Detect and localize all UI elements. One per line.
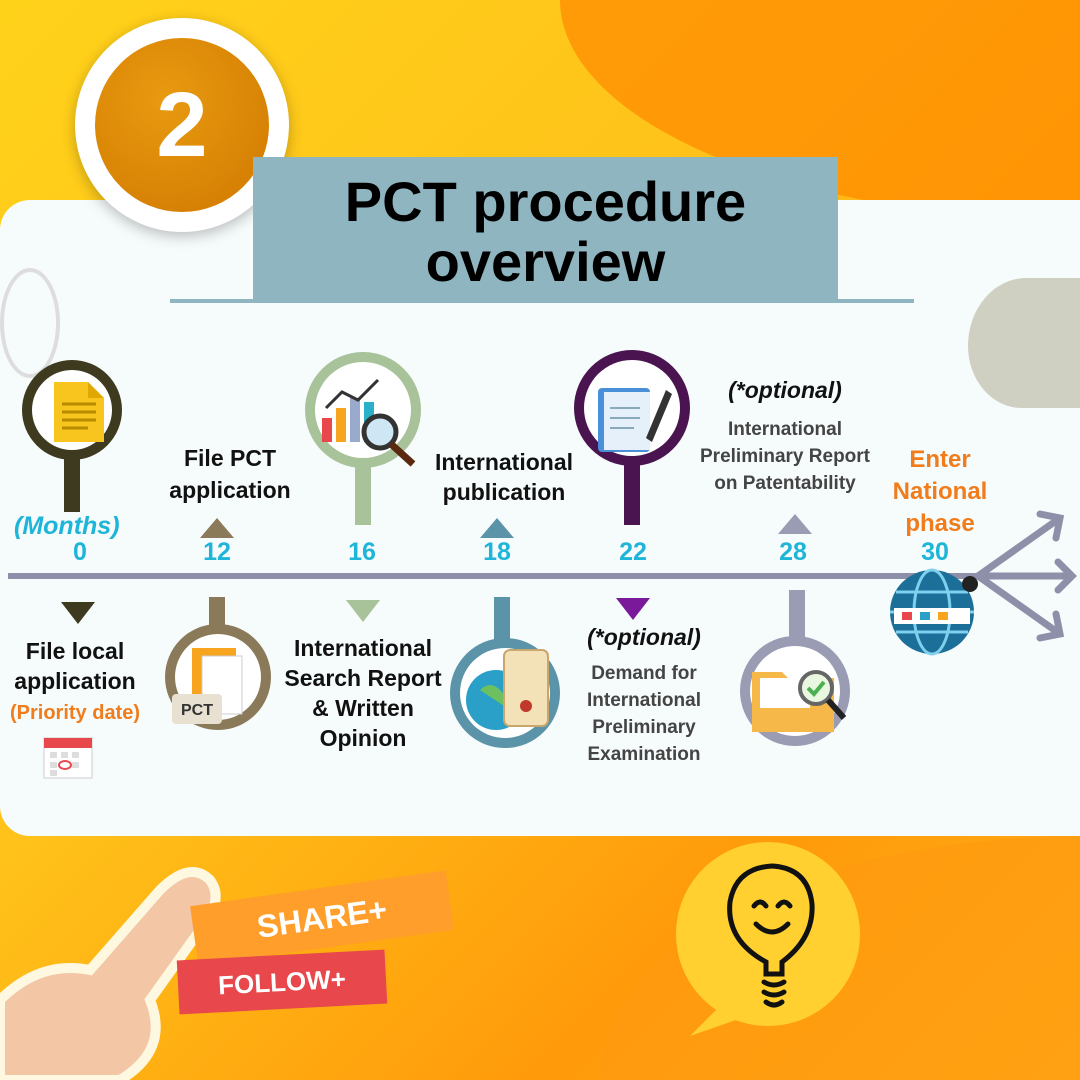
month-18: 18 [483, 538, 511, 566]
optional-28: (*optional) [728, 377, 842, 403]
title-underline [170, 299, 914, 303]
globe-flag-icon [890, 568, 978, 656]
marker-down-0 [61, 602, 95, 624]
pin-stem [494, 597, 510, 647]
notebook-pen-icon [598, 388, 672, 452]
pin-stem [355, 460, 371, 525]
page-title: PCT procedure overview [344, 170, 747, 293]
month-16: 16 [348, 538, 376, 566]
month-22: 22 [619, 538, 647, 566]
months-label: (Months) [14, 512, 120, 540]
month-0: 0 [73, 538, 87, 566]
arrows-icon [974, 510, 1077, 642]
timeline-axis [8, 573, 1008, 579]
marker-up-18 [480, 518, 514, 538]
calendar-icon [43, 737, 93, 779]
globe-certificate-icon [466, 649, 549, 730]
label-0: File local application [14, 638, 136, 694]
marker-up-12 [200, 518, 234, 538]
marker-down-22 [616, 598, 650, 620]
optional-22: (*optional) [587, 624, 701, 650]
title-box [253, 157, 838, 300]
month-28: 28 [779, 538, 807, 566]
label-18: International publication [434, 449, 573, 505]
label-28: International Preliminary Report on Pate… [700, 419, 870, 494]
label-30: Enter National phase [892, 446, 988, 537]
pin-stem [789, 590, 805, 645]
month-30: 30 [921, 538, 949, 566]
follow-button[interactable]: FOLLOW+ [176, 949, 388, 1015]
step-number: 2 [95, 38, 269, 212]
priority-date: (Priority date) [9, 702, 141, 724]
marker-up-28 [778, 514, 812, 534]
decor-circle [0, 268, 60, 378]
chart-search-icon [322, 378, 416, 467]
label-12: File PCT application [169, 445, 291, 503]
pct-file-icon: PCT [172, 648, 243, 724]
svg-text:PCT: PCT [181, 702, 213, 719]
hand-pointing-icon [0, 867, 221, 1080]
marker-down-16 [346, 600, 380, 622]
lightbulb-icon [690, 863, 815, 1036]
pin-stem [624, 460, 640, 525]
decor-blob [968, 278, 1080, 408]
document-icon [54, 382, 104, 442]
label-16: International Search Report & Written Op… [284, 635, 442, 751]
folder-check-icon [752, 670, 847, 732]
month-12: 12 [203, 538, 231, 566]
label-22: Demand for International Preliminary Exa… [586, 663, 701, 765]
